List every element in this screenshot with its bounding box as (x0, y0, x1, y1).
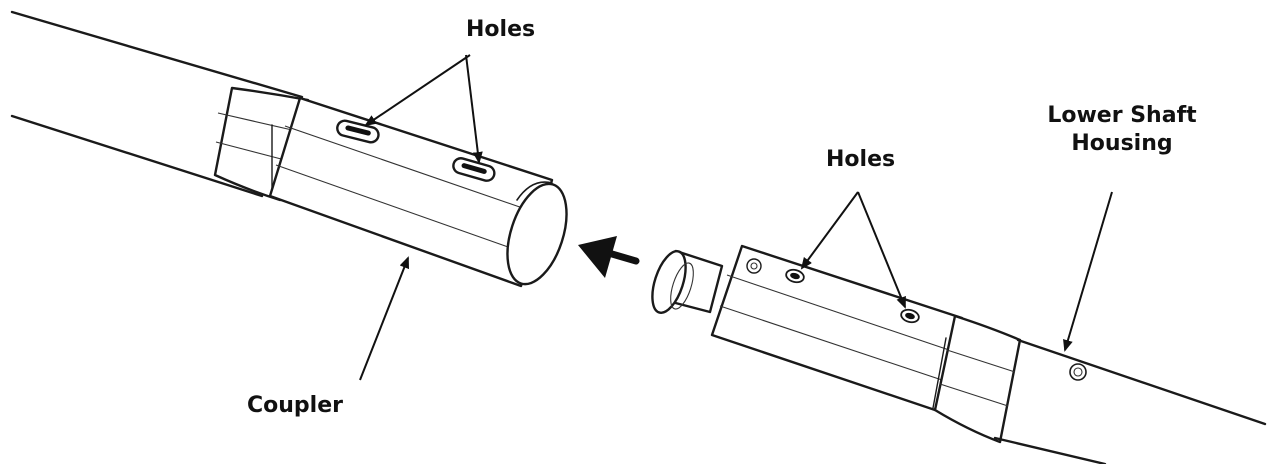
holes-label-left: Holes (466, 17, 536, 42)
coupler (213, 86, 568, 288)
upper-shaft (10, 10, 304, 198)
lower-shaft-housing (651, 244, 1267, 464)
lower-shaft-label-line1: Lower Shaft (1047, 103, 1197, 128)
arrow-left-icon (578, 236, 640, 278)
lower-shaft-housing-label: Lower Shaft Housing (1030, 102, 1214, 158)
holes-label-right: Holes (826, 147, 896, 172)
lower-shaft-label-line2: Housing (1071, 131, 1173, 156)
leader-lines (359, 54, 1113, 381)
coupler-label: Coupler (247, 393, 343, 418)
